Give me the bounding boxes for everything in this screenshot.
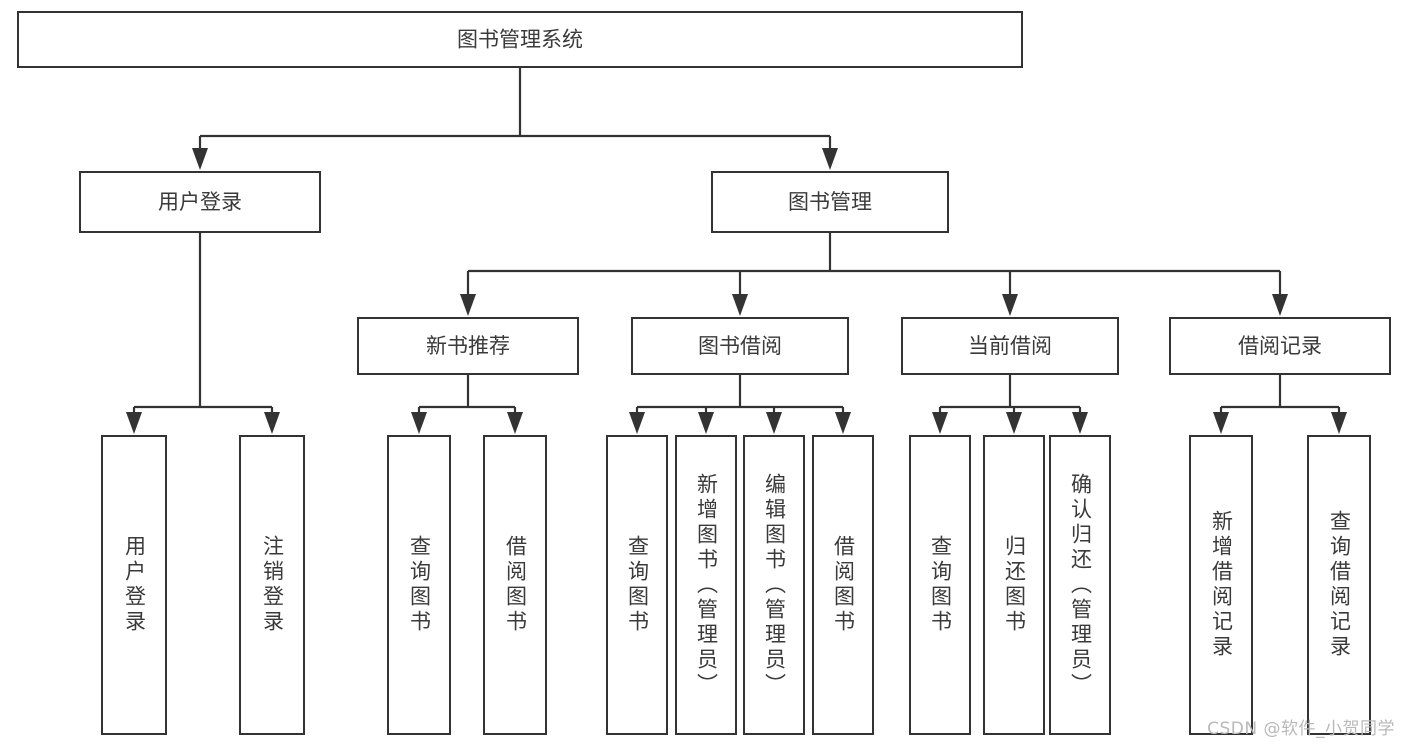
node-leaf-6[interactable] (743, 435, 805, 735)
arrow-head-icon (732, 294, 748, 316)
node-label: 图书借阅 (698, 334, 782, 358)
node-box[interactable] (631, 317, 849, 375)
node-label: 图书管理系统 (457, 28, 583, 52)
arrow-head-icon (835, 412, 851, 434)
arrow-head-icon (932, 412, 948, 434)
arrow-head-icon (507, 412, 523, 434)
node-box[interactable] (909, 435, 971, 735)
node-box[interactable] (483, 435, 547, 735)
arrow-head-icon (822, 148, 838, 170)
node-label: 当前借阅 (968, 334, 1052, 358)
node-level3-3[interactable]: 借阅记录 (1169, 317, 1391, 375)
arrow-head-icon (1272, 294, 1288, 316)
node-box[interactable] (387, 435, 451, 735)
node-level2-1[interactable]: 图书管理 (711, 171, 949, 233)
arrow-head-icon (1006, 412, 1022, 434)
node-box[interactable] (17, 11, 1023, 68)
node-box[interactable] (1189, 435, 1253, 735)
node-box[interactable] (711, 171, 949, 233)
node-label: 用户登录 (158, 190, 242, 214)
node-box[interactable] (983, 435, 1045, 735)
node-box[interactable] (101, 435, 167, 735)
arrow-head-icon (460, 294, 476, 316)
arrow-head-icon (1002, 294, 1018, 316)
node-leaf-10[interactable] (1049, 435, 1111, 735)
node-box[interactable] (357, 317, 579, 375)
node-leaf-2[interactable] (387, 435, 451, 735)
arrow-head-icon (766, 412, 782, 434)
node-level2-0[interactable]: 用户登录 (79, 171, 321, 233)
node-box[interactable] (675, 435, 737, 735)
node-label: 图书管理 (788, 190, 872, 214)
arrow-head-icon (629, 412, 645, 434)
node-box[interactable] (606, 435, 668, 735)
arrow-head-icon (1072, 412, 1088, 434)
watermark-credit: CSDN @软件_小贺同学 (1207, 719, 1395, 739)
node-leaf-5[interactable] (675, 435, 737, 735)
node-leaf-11[interactable] (1189, 435, 1253, 735)
arrow-head-icon (264, 412, 280, 434)
node-box[interactable] (743, 435, 805, 735)
arrow-head-icon (698, 412, 714, 434)
node-box[interactable] (239, 435, 305, 735)
node-leaf-8[interactable] (909, 435, 971, 735)
node-leaf-0[interactable] (101, 435, 167, 735)
node-box[interactable] (901, 317, 1119, 375)
node-box[interactable] (812, 435, 874, 735)
node-level3-0[interactable]: 新书推荐 (357, 317, 579, 375)
node-leaf-1[interactable] (239, 435, 305, 735)
node-box[interactable] (79, 171, 321, 233)
node-box[interactable] (1049, 435, 1111, 735)
connectors-layer (126, 67, 1347, 434)
node-leaf-7[interactable] (812, 435, 874, 735)
arrow-head-icon (192, 148, 208, 170)
node-label: 新书推荐 (426, 334, 510, 358)
node-leaf-12[interactable] (1307, 435, 1371, 735)
arrow-head-icon (411, 412, 427, 434)
node-leaf-4[interactable] (606, 435, 668, 735)
node-level3-2[interactable]: 当前借阅 (901, 317, 1119, 375)
node-box[interactable] (1169, 317, 1391, 375)
node-root-0[interactable]: 图书管理系统 (17, 11, 1023, 68)
node-box[interactable] (1307, 435, 1371, 735)
node-leaf-9[interactable] (983, 435, 1045, 735)
arrow-head-icon (126, 412, 142, 434)
node-level3-1[interactable]: 图书借阅 (631, 317, 849, 375)
node-leaf-3[interactable] (483, 435, 547, 735)
node-label: 借阅记录 (1238, 334, 1322, 358)
arrow-head-icon (1213, 412, 1229, 434)
arrow-head-icon (1331, 412, 1347, 434)
